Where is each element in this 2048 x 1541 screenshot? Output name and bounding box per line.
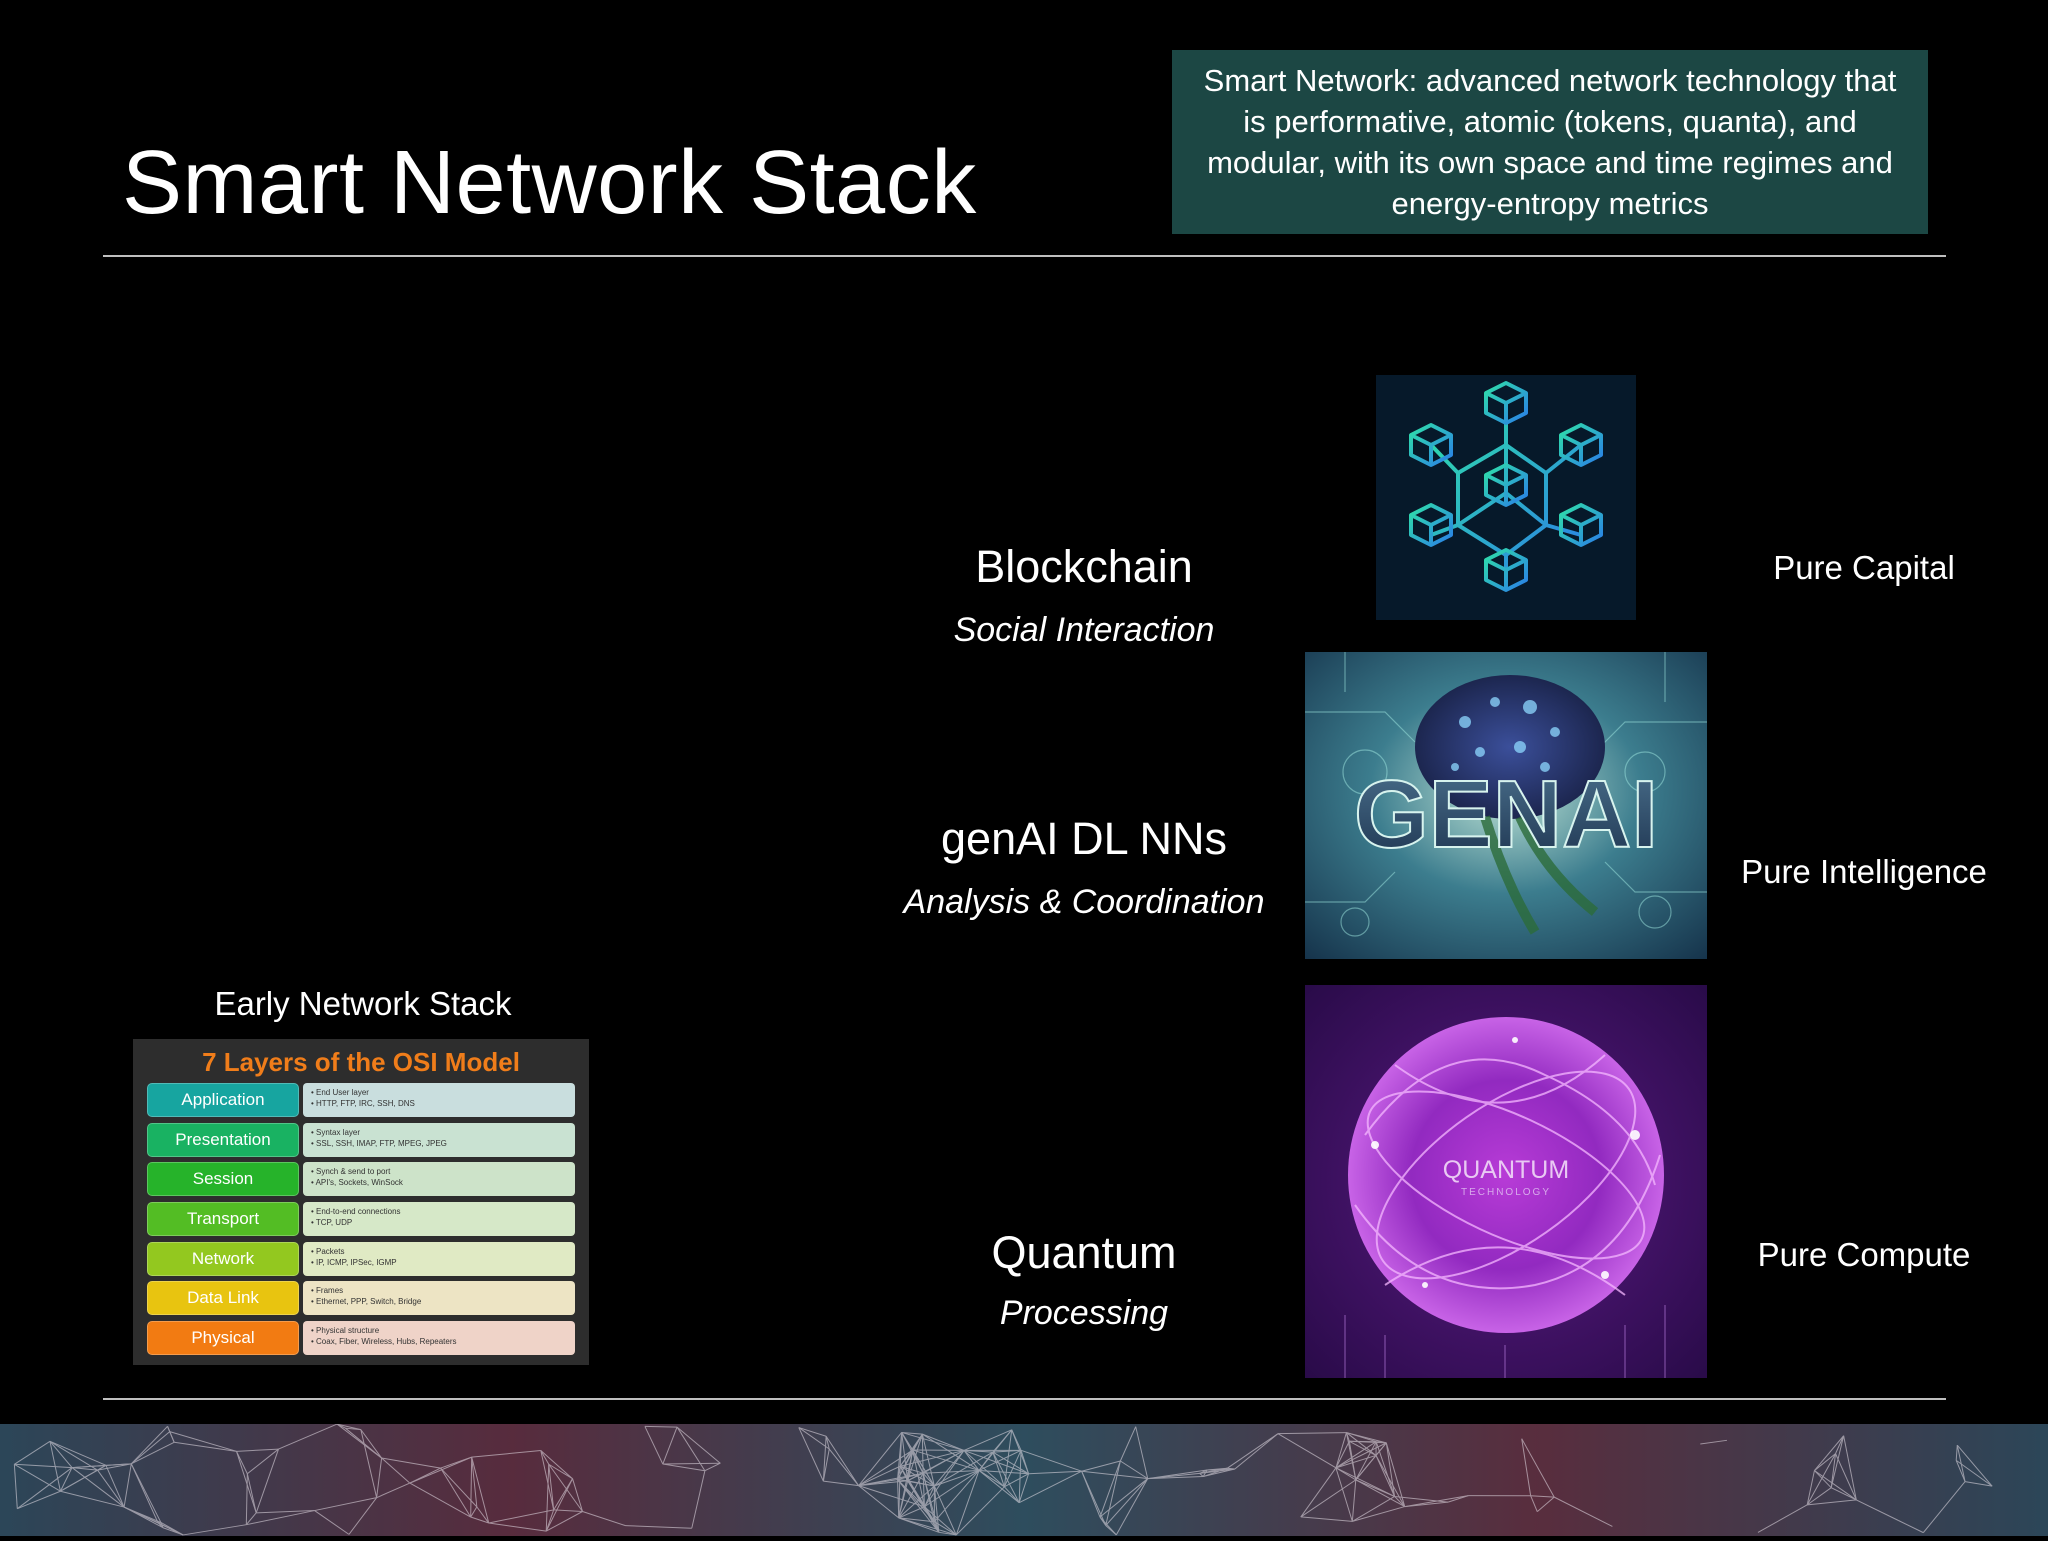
osi-desc-line: • Ethernet, PPP, Switch, Bridge bbox=[311, 1296, 575, 1307]
slide-title: Smart Network Stack bbox=[122, 138, 977, 228]
quantum-logo-text: QUANTUM bbox=[1443, 1156, 1569, 1184]
osi-desc-line: • API's, Sockets, WinSock bbox=[311, 1177, 575, 1188]
quantum-logo-subtext: TECHNOLOGY bbox=[1461, 1187, 1551, 1198]
osi-layer-description: • Frames• Ethernet, PPP, Switch, Bridge bbox=[303, 1281, 575, 1315]
layer-name-genai: genAI DL NNs bbox=[874, 813, 1294, 865]
genai-artwork: GENAI bbox=[1305, 652, 1707, 959]
osi-desc-line: • Frames bbox=[311, 1285, 575, 1296]
osi-desc-line: • Coax, Fiber, Wireless, Hubs, Repeaters bbox=[311, 1336, 575, 1347]
mesh-line bbox=[1227, 1468, 1235, 1469]
network-banner-image bbox=[0, 1424, 2048, 1536]
pure-compute-label: Pure Compute bbox=[1704, 1236, 2024, 1274]
top-divider bbox=[103, 255, 1946, 257]
network-mesh-graphic bbox=[0, 1424, 2048, 1536]
osi-layer-label: Network bbox=[147, 1242, 299, 1276]
layer-sub-quantum: Processing bbox=[874, 1293, 1294, 1334]
layer-sub-genai: Analysis & Coordination bbox=[874, 882, 1294, 923]
cube-shape bbox=[1411, 425, 1451, 465]
osi-layer-description: • Syntax layer• SSL, SSH, IMAP, FTP, MPE… bbox=[303, 1123, 575, 1157]
layer-name-blockchain: Blockchain bbox=[874, 541, 1294, 593]
osi-model-panel: 7 Layers of the OSI Model Application• E… bbox=[133, 1039, 589, 1365]
genai-logo-text: GENAI bbox=[1354, 761, 1658, 868]
osi-row: Data Link• Frames• Ethernet, PPP, Switch… bbox=[147, 1281, 575, 1315]
quantum-image: QUANTUM TECHNOLOGY bbox=[1305, 985, 1707, 1378]
quantum-artwork: QUANTUM TECHNOLOGY bbox=[1305, 985, 1707, 1378]
osi-row: Presentation• Syntax layer• SSL, SSH, IM… bbox=[147, 1123, 575, 1157]
osi-desc-line: • IP, ICMP, IPSec, IGMP bbox=[311, 1257, 575, 1268]
osi-layer-label: Physical bbox=[147, 1321, 299, 1355]
layer-sub-blockchain: Social Interaction bbox=[874, 610, 1294, 651]
genai-image: GENAI bbox=[1305, 652, 1707, 959]
cube-shape bbox=[1486, 383, 1526, 423]
cube-shape bbox=[1411, 505, 1451, 545]
osi-layer-label: Transport bbox=[147, 1202, 299, 1236]
blockchain-image bbox=[1376, 375, 1636, 620]
osi-title: 7 Layers of the OSI Model bbox=[147, 1045, 575, 1079]
layer-name-quantum: Quantum bbox=[874, 1227, 1294, 1279]
osi-desc-line: • TCP, UDP bbox=[311, 1217, 575, 1228]
osi-layer-description: • Synch & send to port• API's, Sockets, … bbox=[303, 1162, 575, 1196]
osi-layer-description: • Packets• IP, ICMP, IPSec, IGMP bbox=[303, 1242, 575, 1276]
osi-desc-line: • SSL, SSH, IMAP, FTP, MPEG, JPEG bbox=[311, 1138, 575, 1149]
osi-layer-label: Session bbox=[147, 1162, 299, 1196]
osi-desc-line: • End-to-end connections bbox=[311, 1206, 575, 1217]
cube-shape bbox=[1561, 425, 1601, 465]
mesh-line bbox=[645, 1426, 677, 1427]
osi-layer-description: • End User layer• HTTP, FTP, IRC, SSH, D… bbox=[303, 1083, 575, 1117]
osi-desc-line: • Physical structure bbox=[311, 1325, 575, 1336]
osi-row: Physical• Physical structure• Coax, Fibe… bbox=[147, 1321, 575, 1355]
osi-layer-label: Presentation bbox=[147, 1123, 299, 1157]
early-network-stack-caption: Early Network Stack bbox=[133, 985, 593, 1023]
definition-text: Smart Network: advanced network technolo… bbox=[1192, 60, 1908, 224]
cube-shape bbox=[1561, 505, 1601, 545]
osi-layer-label: Data Link bbox=[147, 1281, 299, 1315]
pure-intelligence-label: Pure Intelligence bbox=[1704, 853, 2024, 891]
osi-desc-line: • Packets bbox=[311, 1246, 575, 1257]
osi-layer-list: Application• End User layer• HTTP, FTP, … bbox=[147, 1083, 575, 1355]
pure-capital-label: Pure Capital bbox=[1704, 549, 2024, 587]
osi-desc-line: • HTTP, FTP, IRC, SSH, DNS bbox=[311, 1098, 575, 1109]
osi-desc-line: • Syntax layer bbox=[311, 1127, 575, 1138]
osi-row: Transport• End-to-end connections• TCP, … bbox=[147, 1202, 575, 1236]
osi-layer-description: • End-to-end connections• TCP, UDP bbox=[303, 1202, 575, 1236]
osi-desc-line: • End User layer bbox=[311, 1087, 575, 1098]
osi-layer-label: Application bbox=[147, 1083, 299, 1117]
blockchain-cubes-icon bbox=[1376, 375, 1636, 620]
bottom-divider bbox=[103, 1398, 1946, 1400]
osi-layer-description: • Physical structure• Coax, Fiber, Wirel… bbox=[303, 1321, 575, 1355]
osi-row: Network• Packets• IP, ICMP, IPSec, IGMP bbox=[147, 1242, 575, 1276]
definition-box: Smart Network: advanced network technolo… bbox=[1172, 50, 1928, 234]
osi-desc-line: • Synch & send to port bbox=[311, 1166, 575, 1177]
osi-row: Application• End User layer• HTTP, FTP, … bbox=[147, 1083, 575, 1117]
osi-row: Session• Synch & send to port• API's, So… bbox=[147, 1162, 575, 1196]
